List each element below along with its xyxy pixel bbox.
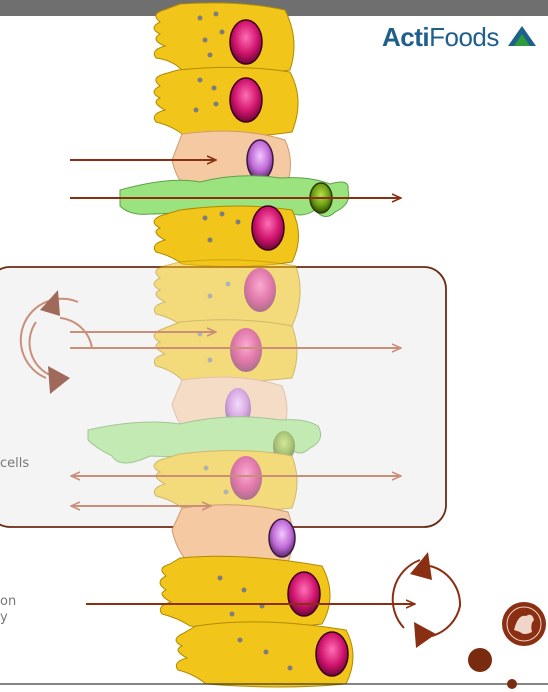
actifoods-logo: ActiFoods [382,22,538,53]
cell-column [120,3,349,267]
university-seal-icon [502,602,546,646]
enterocyte-cell [154,3,294,74]
label-on: on [0,594,16,609]
label-cells: cells [0,456,29,471]
logo-bold-text: Acti [382,22,429,52]
lower-cell-column [160,505,353,687]
triangle-logo-icon [506,24,538,48]
bottom-dot-large [468,648,492,672]
bottom-dot-small [507,679,517,689]
logo-light-text: Foods [429,22,499,52]
label-y: y [0,610,8,625]
enterocyte-cell [154,206,299,267]
cycle-arrows-icon-dark [393,552,460,648]
enterocyte-cell [154,67,298,136]
